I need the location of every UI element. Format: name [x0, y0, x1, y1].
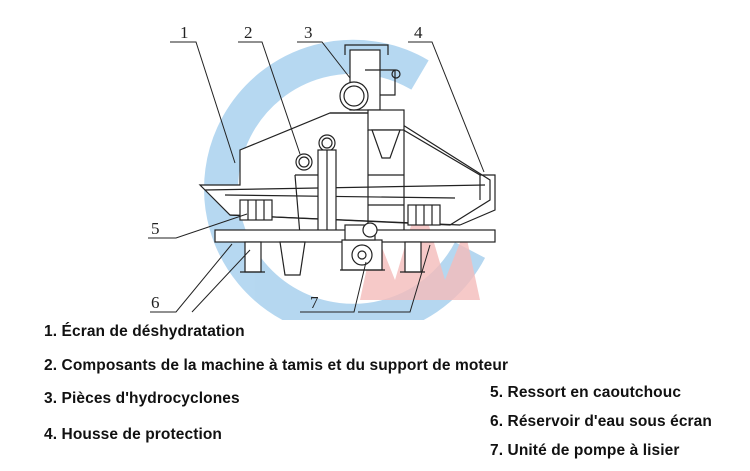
callout-6: 6 [151, 293, 160, 312]
callout-5: 5 [151, 219, 160, 238]
legend-item-5: 5. Ressort en caoutchouc [490, 384, 682, 401]
protective-cover [394, 124, 496, 226]
slurry-pump [340, 222, 385, 271]
callout-4: 4 [414, 23, 423, 42]
legend-item-6: 6. Réservoir d'eau sous écran [490, 413, 712, 430]
machine-drawing: 1 2 3 4 5 6 7 [148, 23, 496, 320]
callout-1: 1 [180, 23, 189, 42]
legend-item-3: 3. Pièces d'hydrocyclones [44, 390, 240, 407]
callout-7: 7 [310, 293, 319, 312]
leader-lines [148, 41, 485, 313]
hydrocyclone [339, 44, 405, 230]
rubber-spring-right [407, 204, 441, 226]
rubber-spring-left [239, 199, 273, 221]
callout-3: 3 [304, 23, 313, 42]
legend-item-2: 2. Composants de la machine à tamis et d… [44, 357, 509, 374]
legend-item-4: 4. Housse de protection [44, 426, 222, 443]
legend-item-1: 1. Écran de déshydratation [44, 323, 245, 340]
legend-item-7: 7. Unité de pompe à lisier [490, 442, 680, 459]
motor-support [294, 134, 337, 236]
callout-2: 2 [244, 23, 253, 42]
